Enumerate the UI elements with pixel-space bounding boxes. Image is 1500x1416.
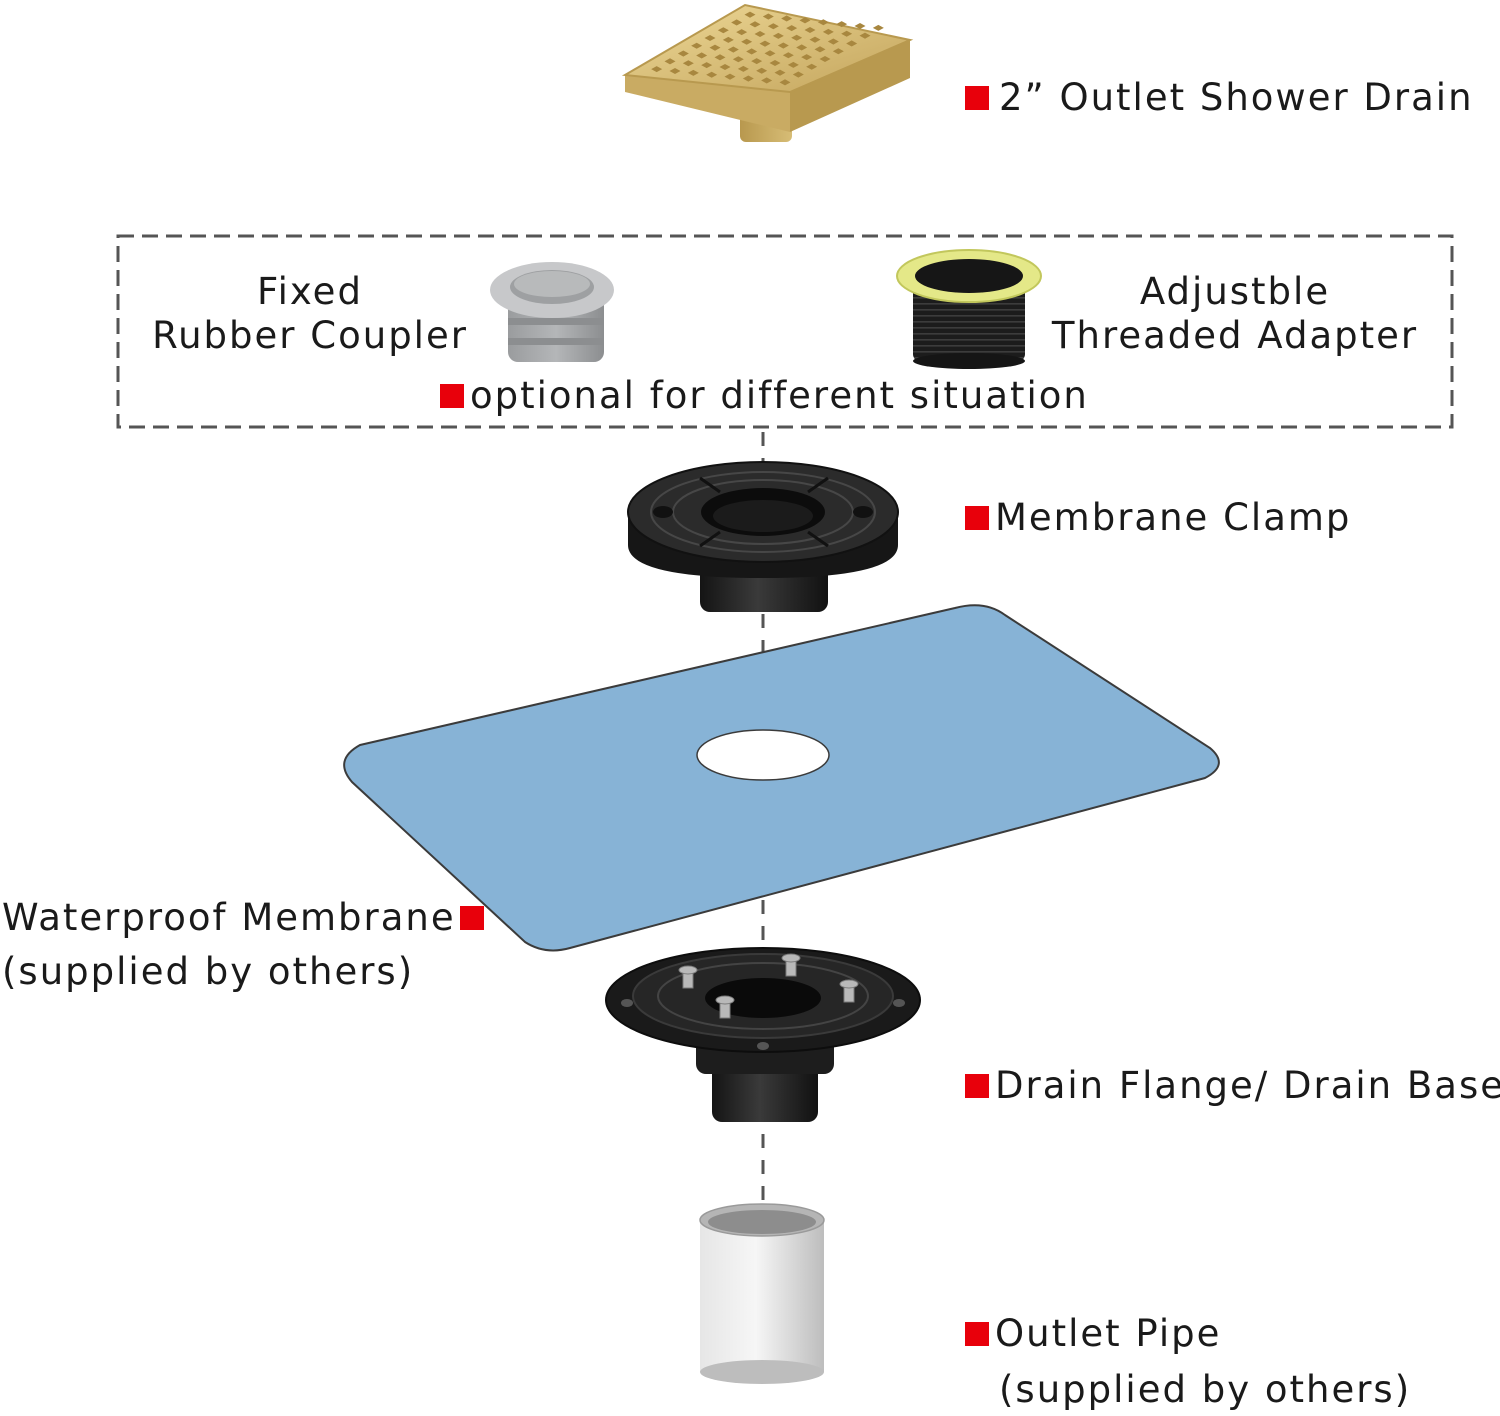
marker-square (965, 506, 989, 530)
grate-hole (727, 46, 739, 53)
grate-hole (827, 38, 839, 45)
shower-drain-icon (621, 3, 914, 142)
membrane-clamp-icon (627, 461, 899, 612)
marker-square (965, 86, 989, 110)
waterproof-membrane-icon (343, 604, 1220, 952)
grate-hole (819, 55, 831, 63)
label-drain-flange: Drain Flange/ Drain Base (965, 1064, 1500, 1108)
grate-hole (664, 58, 676, 65)
grate-hole (691, 42, 703, 49)
grate-hole (706, 71, 718, 78)
grate-hole (782, 52, 794, 59)
marker-square (459, 906, 484, 930)
outlet-pipe-icon (699, 1203, 825, 1384)
grate-hole (751, 58, 763, 65)
grate-hole (792, 71, 804, 78)
grate-hole (796, 44, 808, 51)
grate-hole (762, 13, 774, 20)
drain-flange-icon (605, 947, 921, 1122)
label-shower-drain: 2” Outlet Shower Drain (965, 76, 1474, 120)
grate-hole (717, 27, 729, 34)
grate-hole (779, 79, 791, 86)
optional-parts-box (116, 234, 1454, 429)
grate-hole (669, 67, 681, 75)
grate-hole (741, 38, 753, 45)
grate-hole (806, 63, 818, 70)
grate-hole (737, 65, 749, 72)
grate-hole (786, 25, 798, 32)
grate-hole (732, 56, 744, 63)
grate-hole (682, 60, 694, 67)
label-waterproof-membrane: Waterproof Membrane (supplied by others) (2, 896, 484, 995)
label-threaded-adapter: Adjustble Threaded Adapter (1051, 270, 1419, 358)
grate-hole (854, 22, 866, 30)
grate-hole (714, 54, 726, 61)
marker-square (440, 384, 464, 408)
grate-hole (791, 34, 803, 41)
grate-hole (777, 42, 789, 49)
grate-hole (809, 36, 821, 43)
rubber-coupler-icon (490, 262, 614, 362)
marker-square (965, 1074, 989, 1098)
grate-hole (799, 17, 811, 24)
grate-hole (769, 59, 781, 67)
grate-hole (677, 50, 689, 57)
grate-hole (841, 30, 853, 37)
grate-hole (756, 67, 768, 74)
grate-hole (701, 62, 713, 69)
grate-hole (832, 48, 844, 55)
grate-hole (687, 69, 699, 76)
grate-hole (761, 77, 773, 84)
grate-hole (764, 50, 776, 57)
grate-hole (746, 48, 758, 55)
grate-hole (817, 19, 829, 26)
grate-hole (724, 73, 736, 80)
grate-hole (836, 21, 848, 28)
grate-hole (787, 61, 799, 68)
grate-hole (822, 28, 834, 35)
label-outlet-pipe: Outlet Pipe (supplied by others) (965, 1312, 1411, 1413)
grate-hole (801, 54, 813, 61)
grate-hole (696, 52, 708, 59)
grate-hole (719, 63, 731, 71)
label-membrane-clamp: Membrane Clamp (965, 496, 1351, 540)
grate-hole (749, 21, 761, 28)
grate-hole (772, 32, 784, 39)
grate-hole (651, 66, 663, 73)
grate-hole (759, 40, 771, 47)
grate-hole (804, 26, 816, 34)
grate-hole (709, 44, 721, 51)
grate-hole (731, 19, 743, 26)
label-fixed-rubber-coupler: Fixed Rubber Coupler (152, 270, 468, 358)
grate-hole (814, 46, 826, 53)
grate-hole (754, 30, 766, 38)
grate-hole (767, 23, 779, 30)
grate-hole (742, 75, 754, 82)
marker-square (965, 1322, 989, 1346)
grate-hole (704, 34, 716, 42)
grate-hole (774, 69, 786, 76)
grate-hole (744, 11, 756, 18)
grate-hole (846, 40, 858, 47)
grate-hole (781, 15, 793, 22)
grate-hole (722, 36, 734, 43)
grate-hole (736, 29, 748, 36)
grate-hole (872, 24, 884, 31)
grate-hole (859, 32, 871, 39)
label-optional: optional for different situation (440, 374, 1089, 418)
threaded-adapter-icon (896, 249, 1042, 369)
